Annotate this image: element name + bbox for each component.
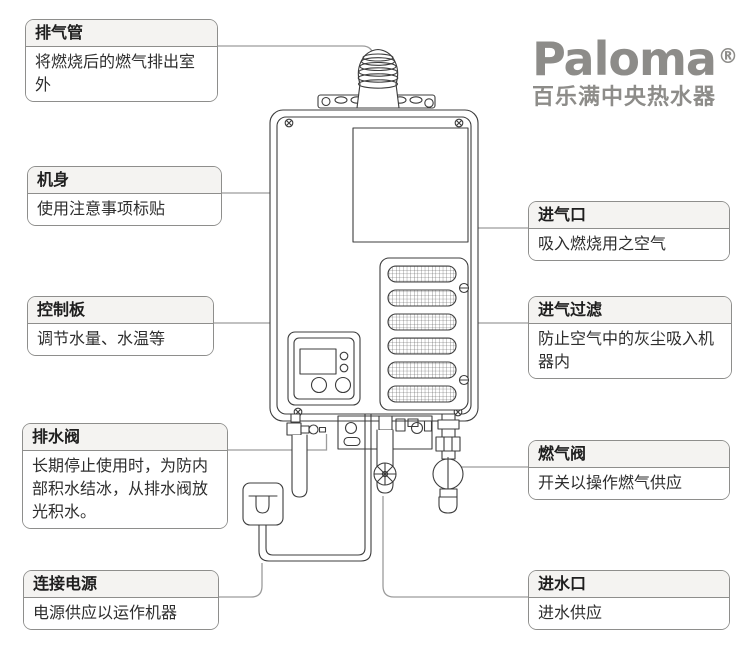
callout-title: 燃气阀 [529, 441, 729, 468]
pointer-line-power [219, 563, 263, 598]
callout-control-panel: 控制板 调节水量、水温等 [27, 296, 214, 356]
vent-slot [387, 337, 457, 355]
brand-logo: Paloma ® [532, 32, 738, 86]
vent-slot [387, 313, 457, 331]
callout-desc: 电源供应以运作机器 [24, 598, 218, 629]
drain-pipe [291, 434, 308, 498]
brand-logo-text: Paloma [532, 32, 717, 86]
control-panel [287, 331, 361, 406]
callout-title: 排气管 [26, 20, 217, 47]
callout-power: 连接电源 电源供应以运作机器 [23, 570, 219, 630]
callout-title: 进水口 [529, 571, 729, 598]
vent-screws [458, 282, 470, 386]
pointer-line-drain [228, 434, 328, 451]
callout-title: 进气口 [529, 202, 729, 229]
callout-desc: 调节水量、水温等 [28, 324, 213, 355]
callout-title: 连接电源 [24, 571, 218, 598]
callout-air-filter: 进气过滤 防止空气中的灰尘吸入机器内 [528, 296, 732, 379]
vent-slot [387, 361, 457, 379]
pointer-line-water [382, 496, 528, 598]
power-cord [258, 413, 372, 562]
callout-desc: 将燃烧后的燃气排出室外 [26, 47, 217, 101]
power-outlet [242, 482, 284, 526]
callout-title: 排水阀 [23, 424, 227, 451]
callout-exhaust-pipe: 排气管 将燃烧后的燃气排出室外 [25, 19, 218, 102]
callout-title: 控制板 [28, 297, 213, 324]
callout-water-inlet: 进水口 进水供应 [528, 570, 730, 630]
plug-icon [255, 495, 270, 514]
vent-slot [387, 265, 457, 283]
registered-mark: ® [717, 44, 738, 68]
callout-desc: 进水供应 [529, 598, 729, 629]
display-screen [299, 348, 337, 375]
control-buttons [310, 351, 352, 394]
pointer-line-exhaust [218, 45, 374, 84]
callout-desc: 长期停止使用时，为防内部积水结冰，从排水阀放光积水。 [23, 451, 227, 528]
callout-desc: 使用注意事项标贴 [28, 194, 221, 225]
callout-title: 进气过滤 [529, 297, 731, 324]
callout-gas-valve: 燃气阀 开关以操作燃气供应 [528, 440, 730, 500]
screw-icon [284, 118, 294, 128]
callout-drain-valve: 排水阀 长期停止使用时，为防内部积水结冰，从排水阀放光积水。 [22, 423, 228, 529]
vent-slot [387, 289, 457, 307]
brand-tagline: 百乐满中央热水器 [531, 85, 716, 110]
vent-slot [387, 385, 457, 403]
gas-valve [432, 413, 464, 514]
callout-title: 机身 [28, 167, 221, 194]
label-panel [352, 127, 469, 243]
air-vent [379, 257, 470, 411]
exhaust-pipe [356, 48, 400, 109]
callout-body: 机身 使用注意事项标贴 [27, 166, 222, 226]
screw-icon [454, 118, 464, 128]
water-inlet-valve [373, 415, 397, 494]
callout-desc: 吸入燃烧用之空气 [529, 229, 729, 260]
callout-desc: 防止空气中的灰尘吸入机器内 [529, 324, 731, 378]
valve-wheel-icon [373, 462, 397, 486]
drain-valve [286, 413, 327, 498]
callout-air-inlet: 进气口 吸入燃烧用之空气 [528, 201, 730, 261]
water-heater [242, 48, 479, 562]
brand-block: Paloma ® 百乐满中央热水器 [508, 34, 740, 111]
callout-desc: 开关以操作燃气供应 [529, 468, 729, 499]
